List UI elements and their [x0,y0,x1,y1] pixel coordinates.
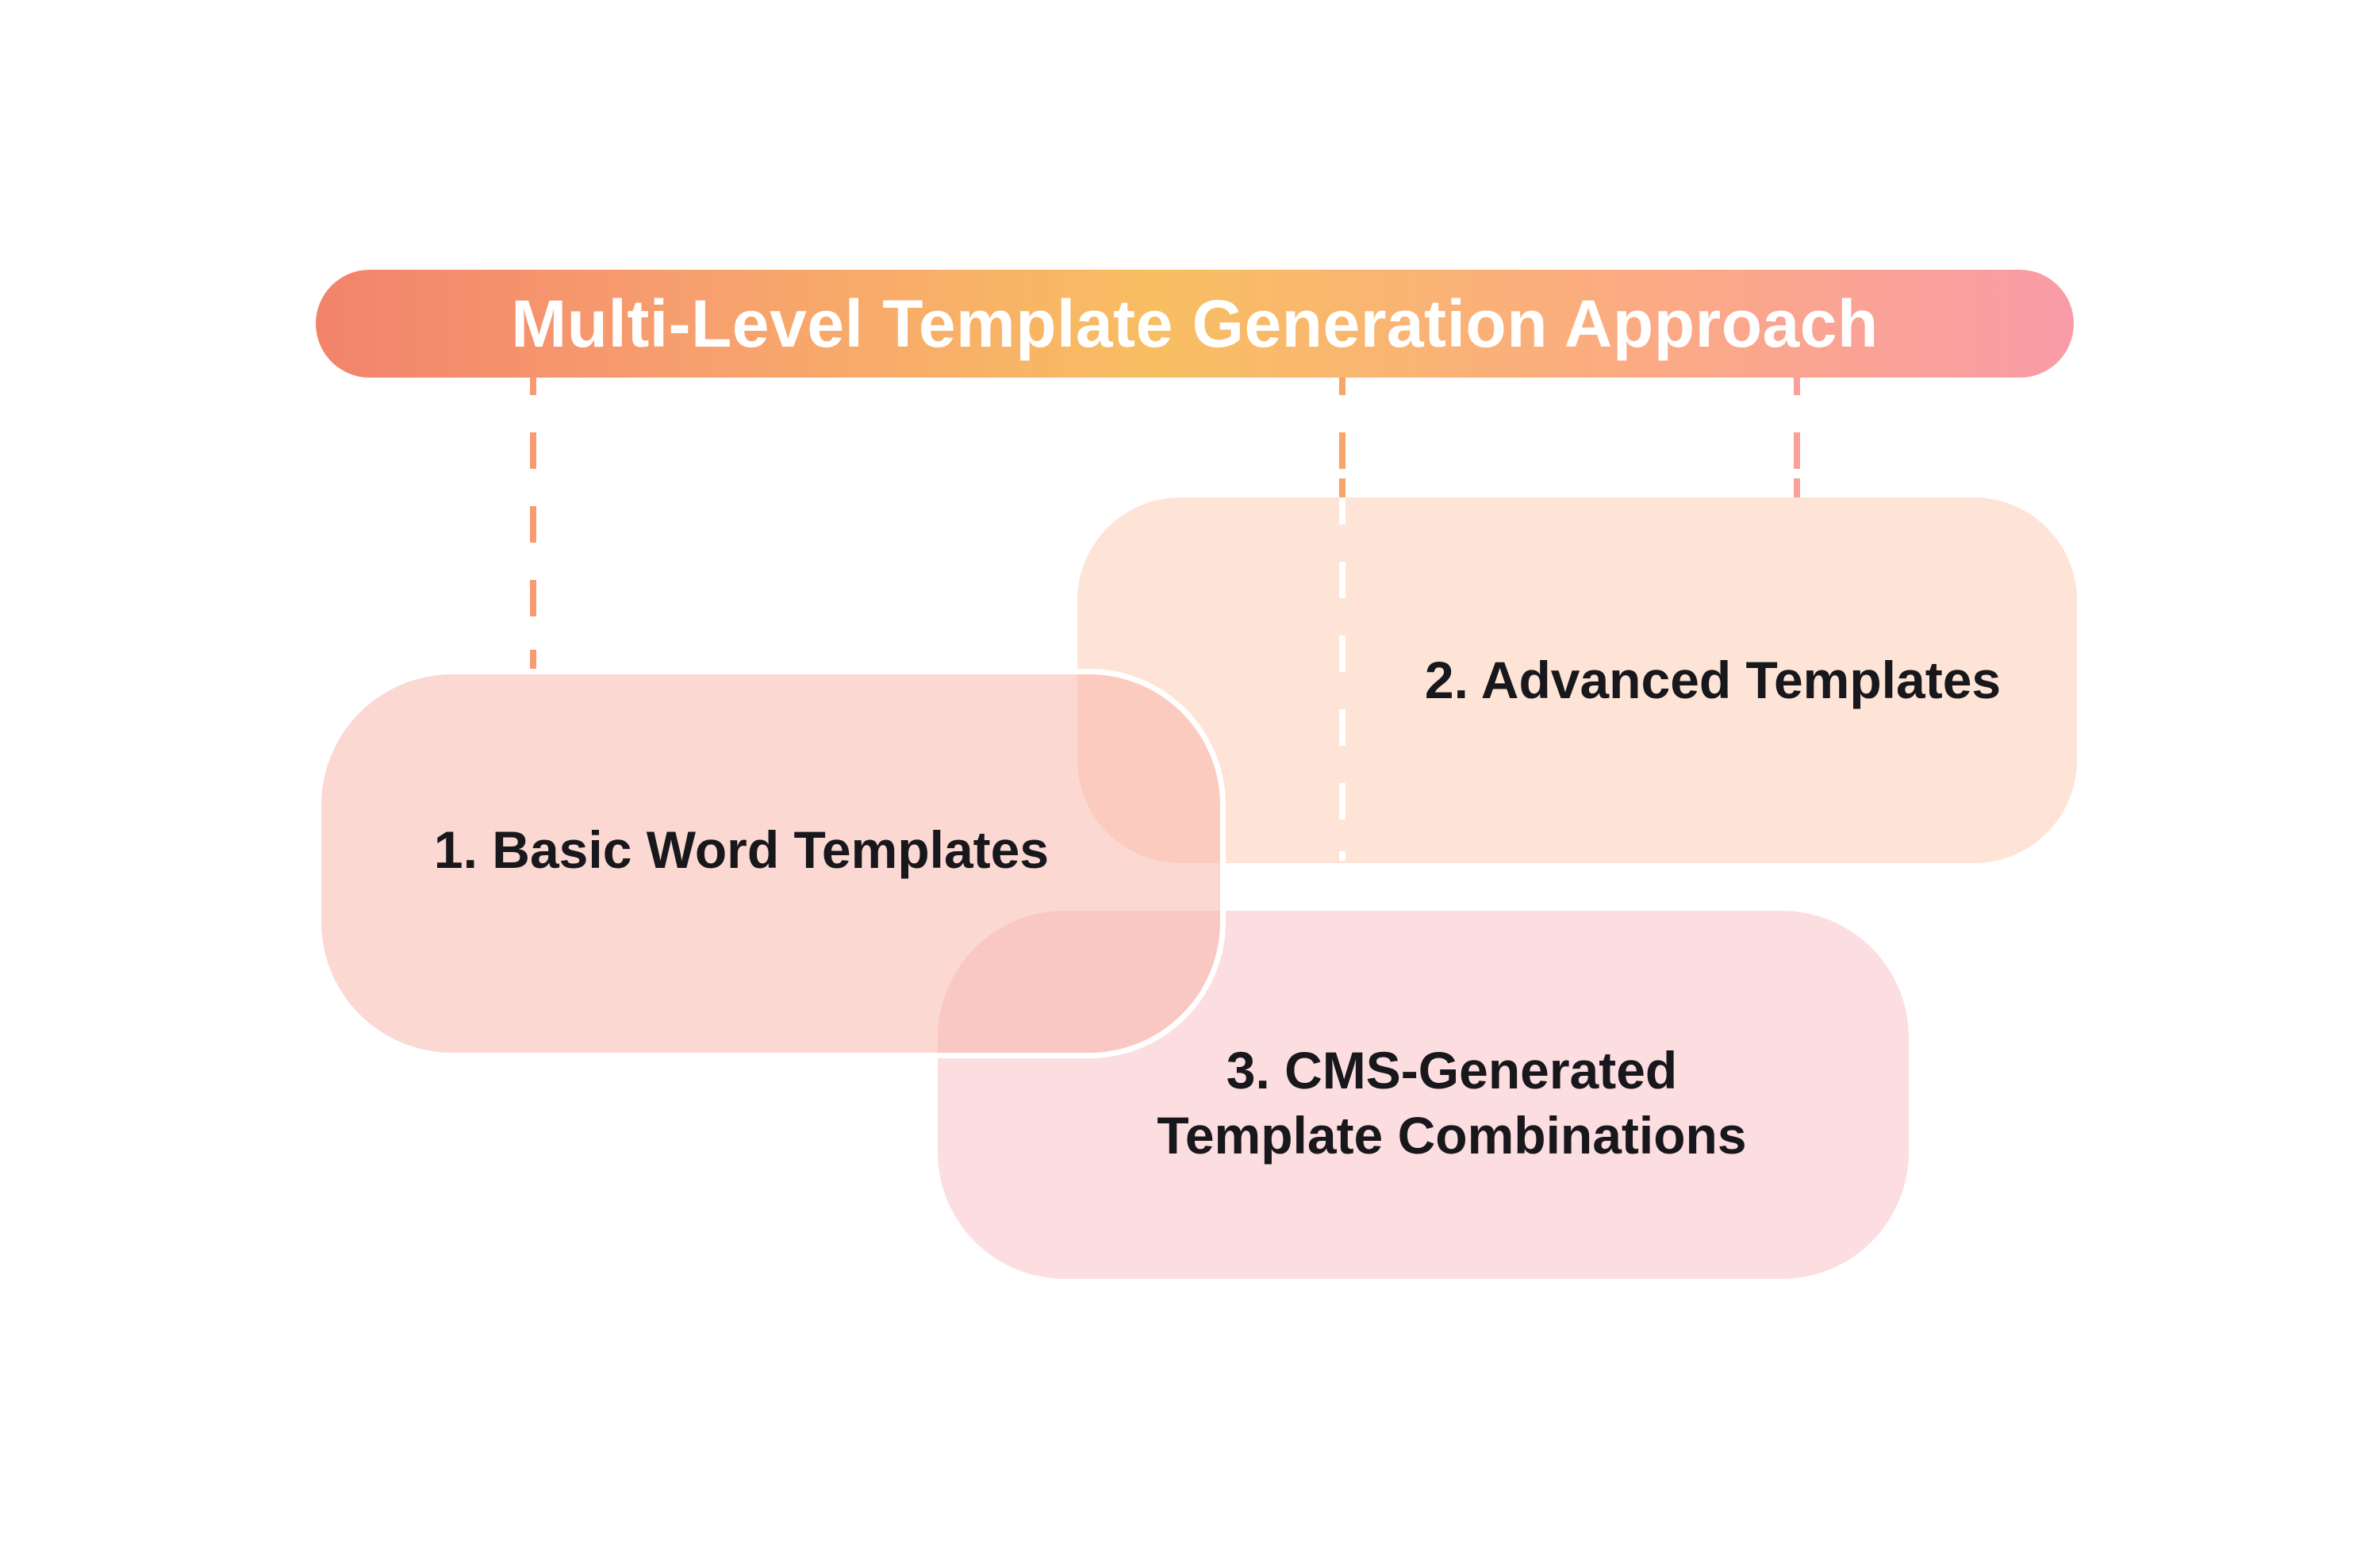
node-basic-word-templates: 1. Basic Word Templates [316,669,1226,1058]
connector-line-right [1794,378,1800,497]
connector-line-advanced-templates-overlay [1339,497,1345,861]
node-cms-generated-label-line1: 3. CMS-Generated [1226,1041,1678,1100]
connector-line-basic-templates [530,378,536,669]
node-advanced-templates: 2. Advanced Templates [1077,497,2077,863]
node-advanced-templates-label: 2. Advanced Templates [1424,651,2002,709]
diagram-title: Multi-Level Template Generation Approach [511,286,1879,361]
node-cms-generated-label: 3. CMS-Generated Template Combinations [966,1038,1937,1168]
node-basic-word-templates-label: 1. Basic Word Templates [433,820,1050,879]
connector-line-advanced-templates [1339,378,1345,497]
title-bar: Multi-Level Template Generation Approach [316,270,2074,378]
node-cms-generated-label-line2: Template Combinations [1157,1106,1747,1165]
